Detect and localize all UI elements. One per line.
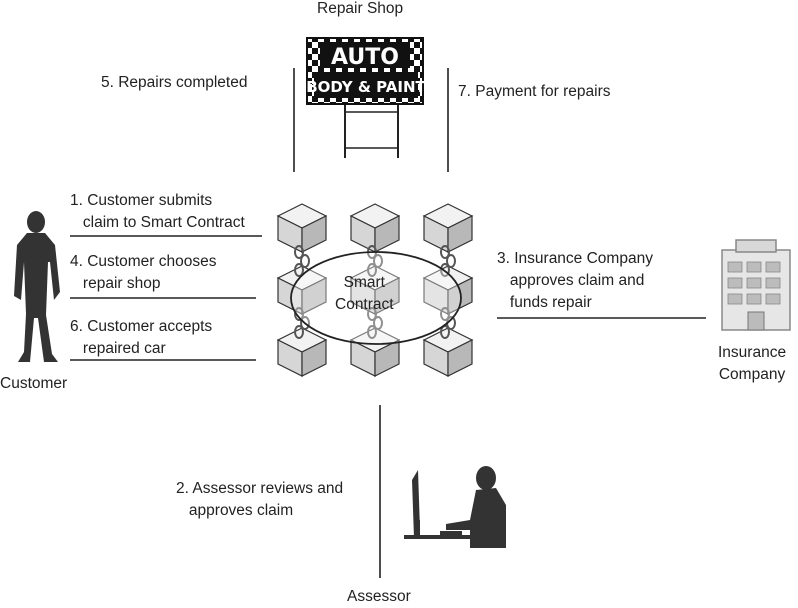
chain-link-icon [373, 254, 383, 268]
block-cube-icon [349, 203, 401, 253]
chain-link-icon [373, 316, 383, 330]
step5-label: 5. Repairs completed [101, 74, 248, 91]
chain-link-icon [300, 254, 310, 268]
building-window-icon [765, 277, 781, 289]
chain-link-icon [300, 316, 310, 330]
building-window-icon [727, 261, 743, 273]
building-window-icon [727, 293, 743, 305]
step1-label: 1. Customer submits claim to Smart Contr… [70, 192, 245, 231]
building-window-icon [746, 277, 762, 289]
sign-line2: BODY & PAINT [306, 78, 426, 96]
step6-label: 6. Customer accepts repaired car [70, 318, 213, 357]
chain-link-icon [440, 245, 450, 259]
assessor-label: Assessor [347, 588, 411, 605]
chain-link-icon [367, 325, 377, 339]
chain-link-icon [294, 245, 304, 259]
insurance-company-label: Insurance Company [718, 344, 787, 383]
block-cube-icon [276, 203, 328, 253]
chain-link-icon [446, 254, 456, 268]
block-cube-icon [276, 327, 328, 377]
insurance-building-icon [721, 239, 791, 331]
customer-label: Customer [0, 375, 68, 392]
repair-shop-label: Repair Shop [317, 0, 404, 17]
sign-line1: AUTO [331, 45, 399, 70]
smart-contract-label: Smart Contract [335, 274, 394, 313]
smart-contract-ellipse [290, 251, 462, 345]
blockchain-network [276, 203, 474, 377]
building-window-icon [746, 293, 762, 305]
step7-label: 7. Payment for repairs [458, 83, 611, 100]
customer-person-icon [14, 211, 60, 362]
building-window-icon [746, 261, 762, 273]
assessor-at-computer-icon [404, 466, 506, 548]
chain-link-icon [440, 263, 450, 277]
auto-body-sign-icon: AUTO BODY & PAINT [306, 37, 427, 158]
chain-link-icon [294, 325, 304, 339]
chain-link-icon [367, 307, 377, 321]
chain-link-icon [440, 307, 450, 321]
step4-label: 4. Customer chooses repair shop [70, 253, 217, 292]
block-cube-icon [422, 203, 474, 253]
block-cube-icon [422, 265, 474, 315]
building-window-icon [765, 261, 781, 273]
step2-label: 2. Assessor reviews and approves claim [176, 480, 344, 519]
chain-link-icon [294, 263, 304, 277]
connector-lines [70, 68, 706, 578]
block-cube-icon [349, 327, 401, 377]
chain-link-icon [367, 263, 377, 277]
step3-label: 3. Insurance Company approves claim and … [497, 250, 653, 311]
building-window-icon [765, 293, 781, 305]
block-cube-icon [422, 327, 474, 377]
building-window-icon [727, 277, 743, 289]
